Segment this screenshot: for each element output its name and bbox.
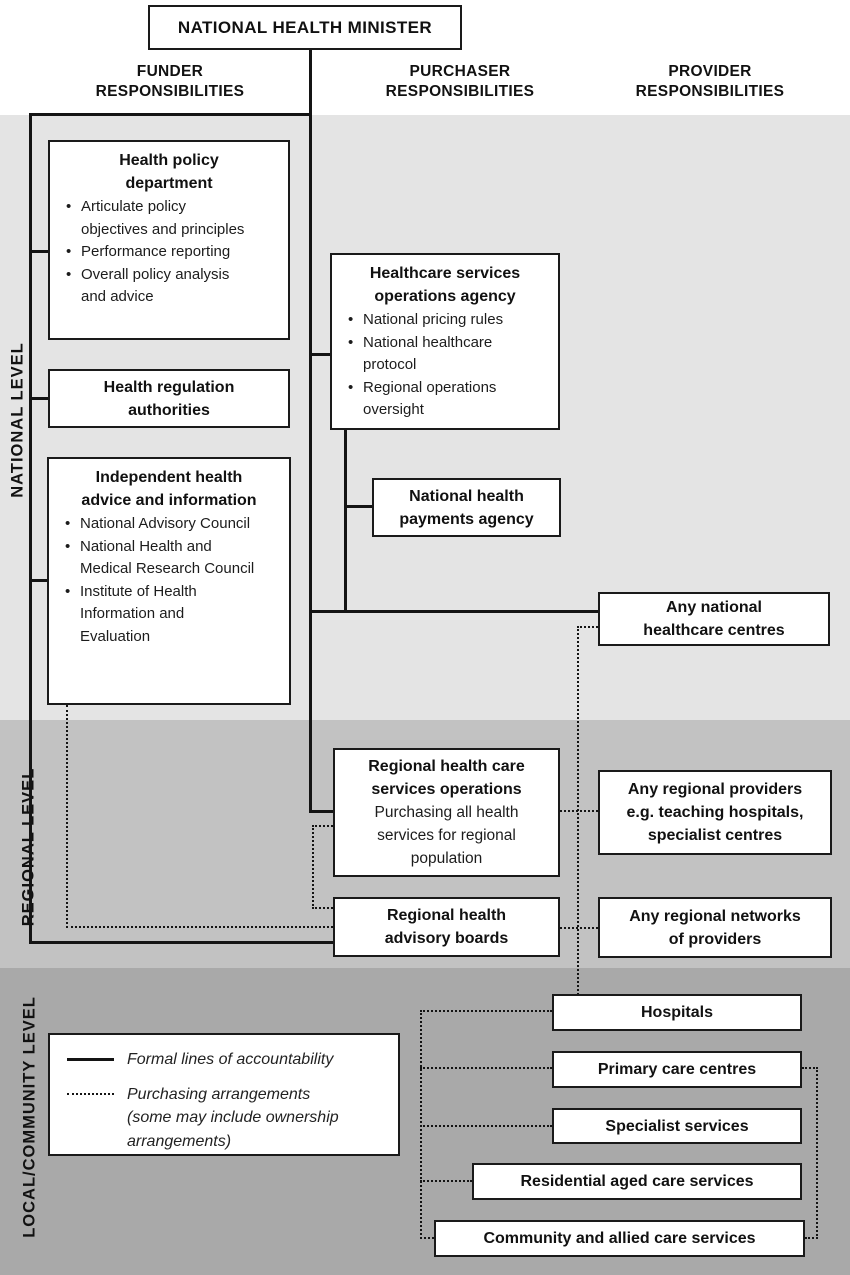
- line-minister-vertical: [309, 49, 312, 813]
- bullet-item: Institute of Health Information and Eval…: [59, 581, 255, 649]
- dotted-stub-regional-networks: [560, 927, 598, 929]
- dotted-independent-to-advisory: [66, 926, 333, 928]
- dotted-stub-primary-care: [420, 1067, 552, 1069]
- dotted-regops-advisory-vertical: [312, 825, 314, 909]
- dotted-stub-residential: [420, 1180, 472, 1182]
- box-title: Primary care centres: [597, 1061, 757, 1078]
- box-health-policy-department: Health policy department Articulate poli…: [48, 140, 290, 340]
- line-funder-bracket-vertical: [29, 113, 32, 944]
- dotted-stub-specialist: [420, 1125, 552, 1127]
- box-national-health-minister: NATIONAL HEALTH MINISTER: [148, 5, 462, 50]
- line-stub-operations-agency: [309, 353, 331, 356]
- box-title: NATIONAL HEALTH MINISTER: [177, 17, 433, 37]
- box-primary-care-centres: Primary care centres: [552, 1051, 802, 1088]
- dotted-independent-down: [66, 705, 68, 928]
- box-independent-health-advice: Independent health advice and informatio…: [47, 457, 291, 705]
- bullet-item: Regional operations oversight: [342, 377, 538, 422]
- box-community-and-allied-care-services: Community and allied care services: [434, 1220, 805, 1257]
- box-regional-health-care-services-operations: Regional health care services operations…: [333, 748, 560, 877]
- provider-column-header: PROVIDER RESPONSIBILITIES: [635, 63, 785, 100]
- box-any-national-healthcare-centres: Any national healthcare centres: [598, 592, 830, 646]
- box-regional-health-advisory-boards: Regional health advisory boards: [333, 897, 560, 957]
- box-hospitals: Hospitals: [552, 994, 802, 1031]
- box-residential-aged-care-services: Residential aged care services: [472, 1163, 802, 1200]
- dotted-regops-left-stub: [312, 825, 333, 827]
- box-title: Any regional providers e.g. teaching hos…: [626, 781, 804, 844]
- dotted-stub-community: [420, 1237, 434, 1239]
- box-health-regulation-authorities: Health regulation authorities: [48, 369, 290, 428]
- box-any-regional-networks: Any regional networks of providers: [598, 897, 832, 958]
- box-any-regional-providers: Any regional providers e.g. teaching hos…: [598, 770, 832, 855]
- box-title: Residential aged care services: [520, 1173, 754, 1190]
- bullet-item: Articulate policy objectives and princip…: [60, 196, 256, 241]
- dotted-right-stub-primary-care: [802, 1067, 818, 1069]
- dotted-advisory-left-stub: [312, 907, 333, 909]
- dotted-stub-national-centres: [577, 626, 598, 628]
- box-title: Health policy department: [119, 152, 219, 192]
- solid-line-swatch: [67, 1058, 114, 1061]
- line-stub-health-policy: [29, 250, 48, 253]
- box-subtitle: Purchasing all health services for regio…: [374, 804, 519, 867]
- line-stub-regional-operations: [309, 810, 334, 813]
- box-title: Independent health advice and informatio…: [81, 469, 257, 509]
- bullet-item: National Health and Medical Research Cou…: [59, 536, 255, 581]
- national-level-label: NATIONAL LEVEL: [8, 342, 27, 498]
- line-funder-bracket-top: [29, 113, 312, 116]
- bullet-item: Performance reporting: [60, 241, 256, 264]
- dotted-stub-regional-providers: [560, 810, 598, 812]
- bullet-item: National pricing rules: [342, 309, 538, 332]
- bullet-item: National Advisory Council: [59, 513, 255, 536]
- box-healthcare-services-operations-agency: Healthcare services operations agency Na…: [330, 253, 560, 430]
- box-title: National health payments agency: [399, 487, 534, 528]
- legend-formal-label: Formal lines of accountability: [127, 1051, 334, 1068]
- bullet-item: National healthcare protocol: [342, 332, 538, 377]
- bullet-list: Articulate policy objectives and princip…: [60, 196, 256, 309]
- dotted-line-swatch: [67, 1092, 114, 1095]
- line-bracket-to-advisory-boards: [29, 941, 333, 944]
- legend-purchasing-label: Purchasing arrangements (some may includ…: [127, 1085, 339, 1150]
- box-specialist-services: Specialist services: [552, 1108, 802, 1144]
- dotted-stub-hospitals: [420, 1010, 552, 1012]
- box-title: Health regulation authorities: [103, 378, 235, 419]
- purchaser-column-header: PURCHASER RESPONSIBILITIES: [385, 63, 535, 100]
- box-title: Any national healthcare centres: [643, 599, 785, 639]
- dotted-right-stub-community: [805, 1237, 818, 1239]
- local-community-level-label: LOCAL/COMMUNITY LEVEL: [20, 996, 39, 1238]
- legend-row-formal: Formal lines of accountability: [64, 1048, 388, 1072]
- box-title: Regional health care services operations: [368, 758, 525, 798]
- bullet-item: Overall policy analysis and advice: [60, 264, 256, 309]
- legend-row-purchasing: Purchasing arrangements (some may includ…: [64, 1083, 388, 1154]
- funder-column-header: FUNDER RESPONSIBILITIES: [95, 63, 245, 100]
- box-title: Healthcare services operations agency: [369, 265, 521, 305]
- box-title: Hospitals: [640, 1004, 713, 1021]
- bullet-list: National pricing rules National healthca…: [342, 309, 538, 422]
- line-stub-health-regulation: [29, 397, 48, 400]
- box-national-health-payments-agency: National health payments agency: [372, 478, 561, 537]
- line-stub-independent-health: [29, 579, 47, 582]
- bullet-list: National Advisory Council National Healt…: [59, 513, 255, 648]
- dotted-local-bus: [420, 1010, 422, 1239]
- box-title: Community and allied care services: [483, 1230, 756, 1247]
- dotted-right-bus: [816, 1067, 818, 1239]
- box-title: Regional health advisory boards: [384, 907, 509, 947]
- line-payments-vertical: [344, 430, 347, 613]
- legend-box: Formal lines of accountability Purchasin…: [48, 1033, 400, 1156]
- box-title: Specialist services: [605, 1117, 749, 1135]
- box-title: Any regional networks of providers: [629, 907, 801, 948]
- line-stub-payments-agency: [344, 505, 372, 508]
- line-to-national-centres: [309, 610, 599, 613]
